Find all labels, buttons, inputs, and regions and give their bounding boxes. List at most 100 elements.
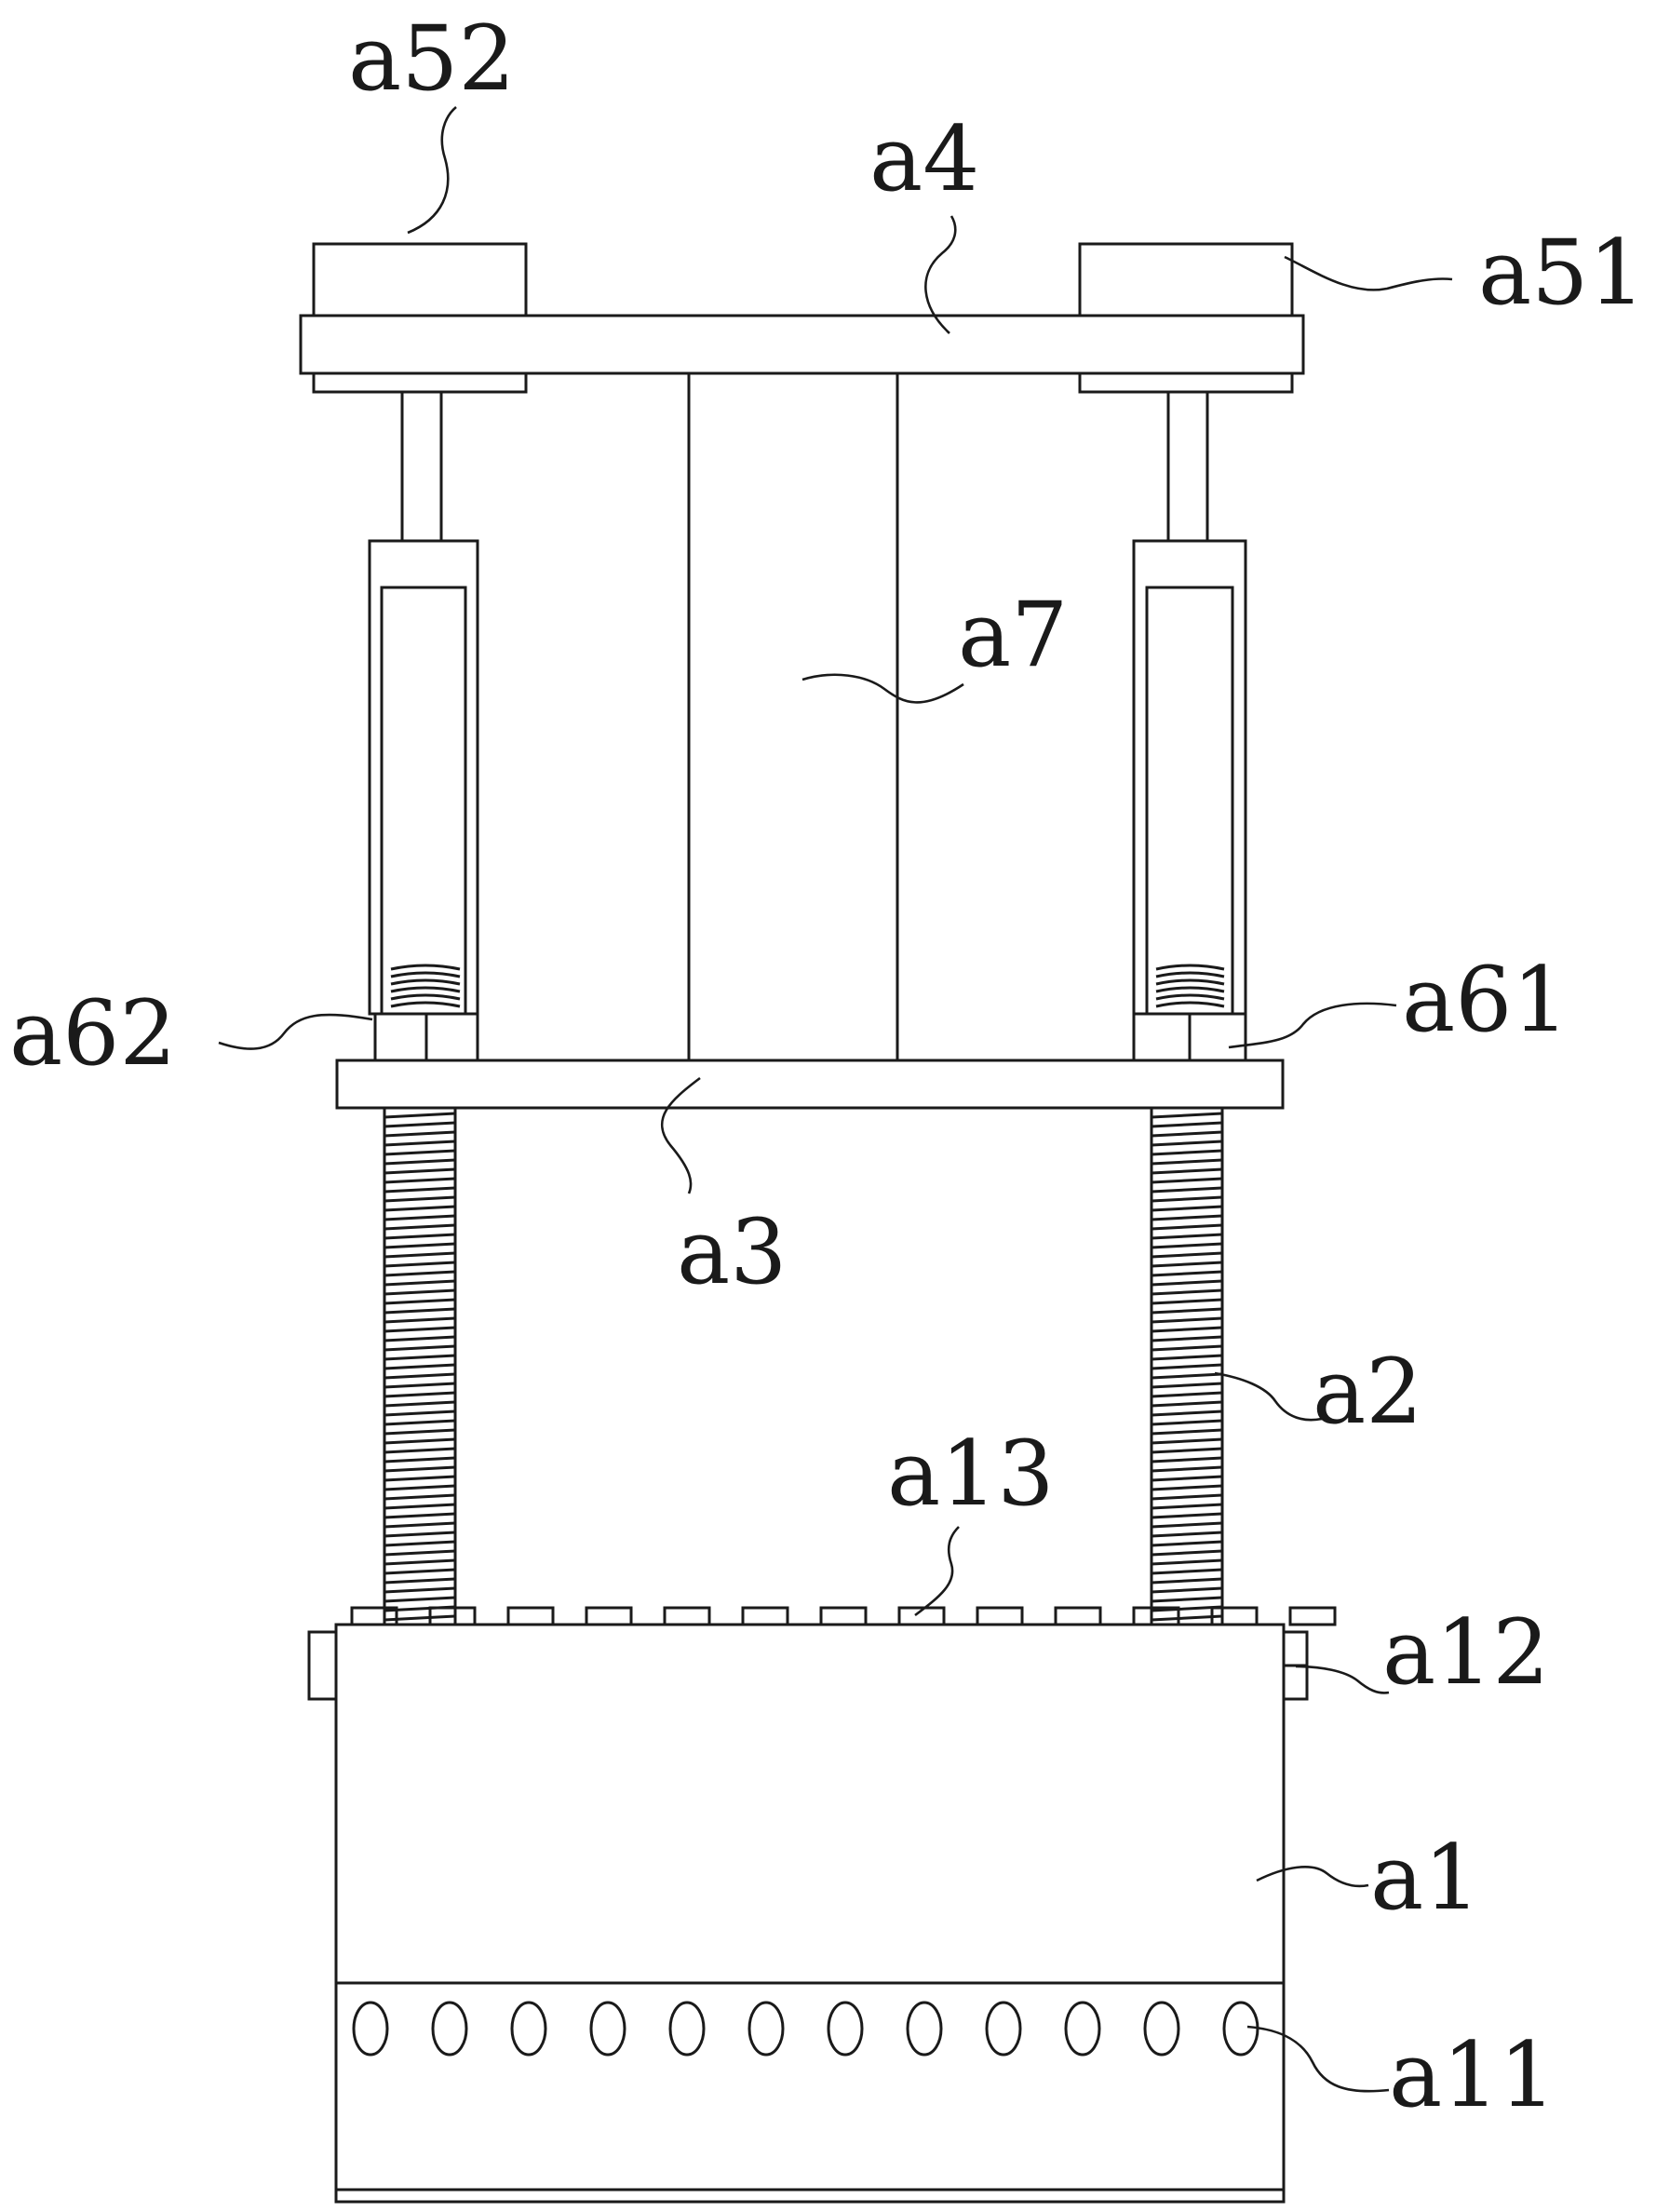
thread-line <box>384 1112 456 1119</box>
base-body <box>334 1623 1286 2204</box>
thread-line <box>1151 1428 1223 1436</box>
thread-line <box>1151 1251 1223 1259</box>
studs-a13 <box>350 1606 1337 1626</box>
leader-a3 <box>660 1076 701 1194</box>
leader-a52 <box>407 106 457 235</box>
thread-line <box>1151 1167 1223 1175</box>
hole <box>747 2001 785 2057</box>
thread-line <box>384 1326 456 1333</box>
thread-line <box>384 1577 456 1585</box>
thread-line <box>1151 1549 1223 1557</box>
label-a13: a13 <box>887 1422 1054 1526</box>
thread-line <box>1151 1354 1223 1361</box>
spring-coil <box>390 1001 461 1008</box>
stud <box>506 1606 555 1626</box>
thread-line <box>384 1233 456 1240</box>
thread-line <box>1151 1493 1223 1501</box>
thread-line <box>1151 1279 1223 1287</box>
thread-line <box>384 1177 456 1184</box>
side-knob-left <box>307 1630 338 1701</box>
right-housing-inner <box>1145 586 1234 1016</box>
thread-line <box>384 1363 456 1370</box>
thread-line <box>1151 1577 1223 1585</box>
thread-line <box>384 1195 456 1203</box>
leader-a4 <box>924 215 957 334</box>
leader-a13 <box>914 1526 960 1617</box>
right-piston-rod <box>1166 390 1209 543</box>
thread-line <box>384 1558 456 1566</box>
thread-line <box>384 1465 456 1473</box>
label-a12: a12 <box>1382 1600 1549 1705</box>
central-column-a7 <box>687 373 899 1060</box>
hole <box>668 2001 706 2057</box>
thread-line <box>384 1484 456 1491</box>
right-housing <box>1132 539 1247 1016</box>
left-spring <box>390 964 461 1008</box>
thread-line <box>1151 1335 1223 1342</box>
thread-line <box>384 1568 456 1575</box>
leader-a61 <box>1228 1002 1397 1049</box>
hole <box>1222 2001 1259 2057</box>
thread-line <box>384 1149 456 1156</box>
hole <box>589 2001 626 2057</box>
middle-plate-a3 <box>335 1059 1285 1110</box>
thread-line <box>1151 1447 1223 1454</box>
thread-line <box>1151 1437 1223 1445</box>
spring-coil <box>1155 1001 1225 1008</box>
thread-line <box>1151 1558 1223 1566</box>
hole <box>510 2001 547 2057</box>
leader-a12 <box>1295 1665 1390 1694</box>
hole <box>352 2001 389 2057</box>
left-housing-inner <box>380 586 467 1016</box>
thread-line <box>384 1428 456 1436</box>
thread-line <box>1151 1288 1223 1296</box>
thread-line <box>1151 1261 1223 1268</box>
thread-line <box>1151 1326 1223 1333</box>
thread-line <box>1151 1316 1223 1324</box>
thread-line <box>384 1503 456 1510</box>
thread-line <box>1151 1177 1223 1184</box>
thread-line <box>384 1251 456 1259</box>
thread-line <box>384 1158 456 1166</box>
right-threaded-rod-a2 <box>1150 1108 1224 1625</box>
reference-labels: a52 a4 a51 a7 a62 a61 a3 a2 a13 a12 a1 a… <box>9 7 1645 2127</box>
spring-coil <box>1155 993 1225 1001</box>
thread-line <box>384 1307 456 1315</box>
thread-line <box>384 1186 456 1194</box>
right-actuator <box>1132 390 1247 1062</box>
label-a2: a2 <box>1313 1340 1422 1444</box>
leader-a51 <box>1284 255 1453 291</box>
stud <box>663 1606 711 1626</box>
stud <box>819 1606 868 1626</box>
thread-line <box>1151 1186 1223 1194</box>
thread-line <box>384 1437 456 1445</box>
thread-line <box>1151 1465 1223 1473</box>
hole <box>906 2001 943 2057</box>
thread-line <box>1151 1307 1223 1315</box>
thread-line <box>384 1130 456 1138</box>
spring-coil <box>390 971 461 978</box>
thread-line <box>384 1288 456 1296</box>
block-a52 <box>312 242 528 317</box>
right-spring <box>1155 964 1225 1008</box>
thread-line <box>384 1205 456 1212</box>
thread-line <box>384 1512 456 1519</box>
thread-line <box>384 1354 456 1361</box>
block-a51-base <box>1078 371 1294 394</box>
leader-a7 <box>801 673 964 704</box>
thread-line <box>1151 1512 1223 1519</box>
hole <box>1143 2001 1180 2057</box>
thread-line <box>384 1493 456 1501</box>
thread-line <box>384 1270 456 1277</box>
thread-line <box>384 1419 456 1426</box>
thread-line <box>1151 1456 1223 1463</box>
thread-line <box>1151 1400 1223 1408</box>
spring-coil <box>1155 986 1225 993</box>
block-a52-base <box>312 371 528 394</box>
stud <box>976 1606 1024 1626</box>
thread-line <box>1151 1158 1223 1166</box>
label-a1: a1 <box>1370 1826 1480 1930</box>
spring-coil <box>1155 978 1225 986</box>
thread-line <box>1151 1568 1223 1575</box>
